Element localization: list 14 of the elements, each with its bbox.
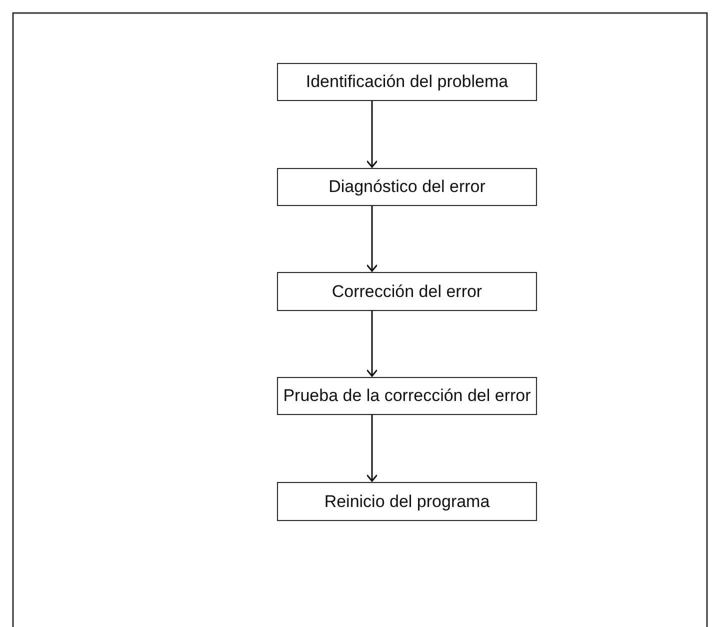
process-box bbox=[277, 272, 537, 311]
arrow bbox=[366, 206, 378, 272]
process-box bbox=[277, 168, 537, 206]
step-label: Identificación del problema bbox=[306, 72, 508, 92]
step-label: Diagnóstico del error bbox=[328, 177, 486, 197]
arrow bbox=[366, 101, 378, 168]
process-box bbox=[277, 377, 537, 415]
process-box bbox=[277, 63, 537, 101]
step-label: Prueba de la corrección del error bbox=[283, 386, 531, 406]
process-box bbox=[277, 482, 537, 521]
step-label: Corrección del error bbox=[332, 282, 482, 302]
arrow bbox=[366, 415, 378, 482]
arrow bbox=[366, 311, 378, 377]
step-label: Reinicio del programa bbox=[324, 492, 490, 512]
